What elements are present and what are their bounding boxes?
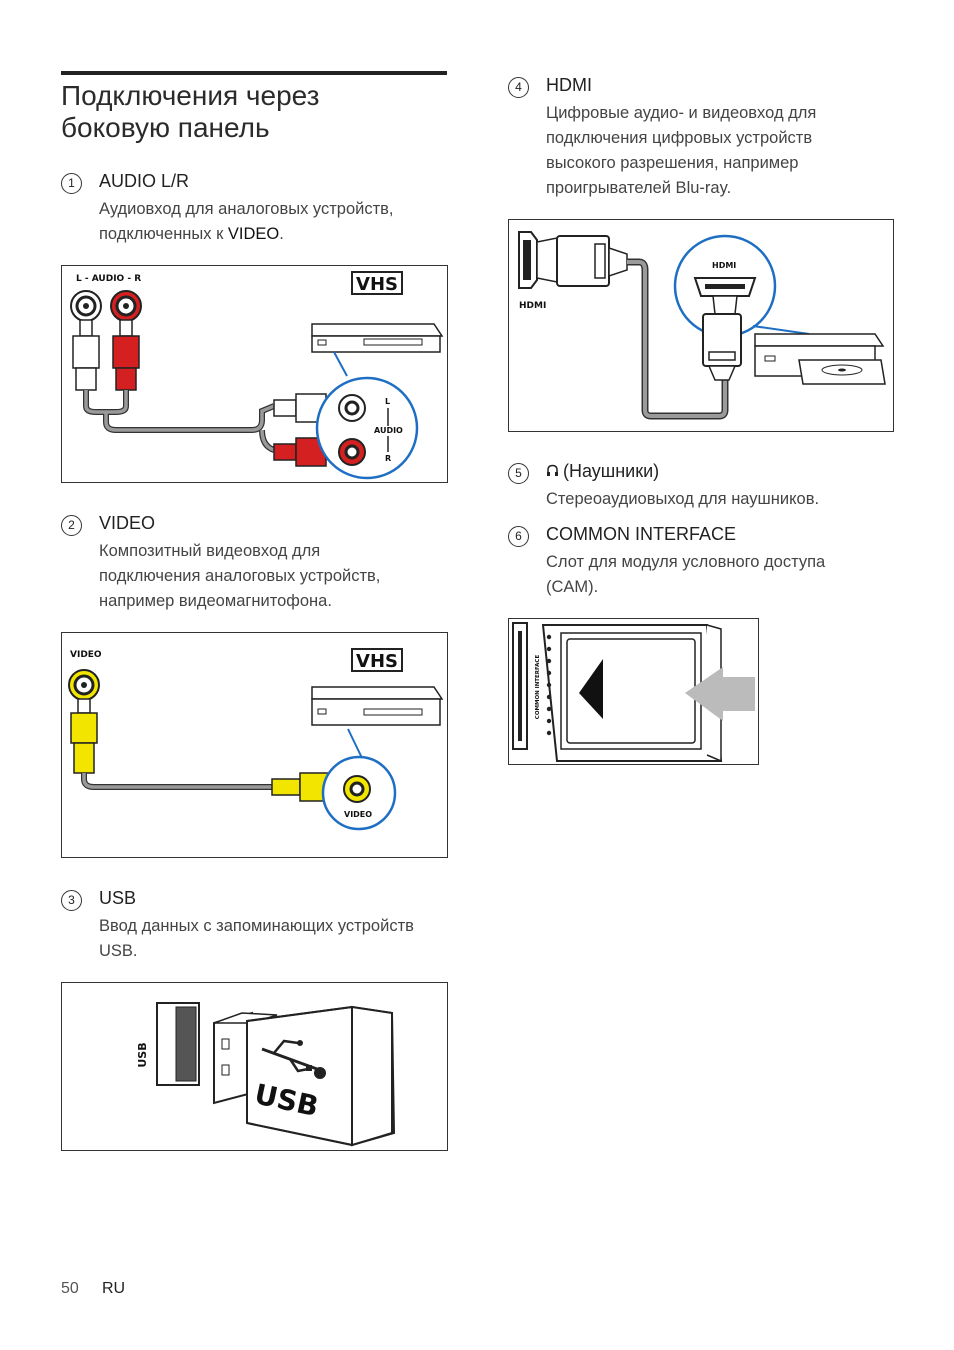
item-number: 1	[61, 173, 82, 194]
item-description: Аудиовход для аналоговых устройств, подк…	[99, 197, 459, 247]
item-description: Слот для модуля условного доступа (CAM).	[546, 550, 906, 600]
zoom-label-audio: AUDIO	[374, 426, 403, 435]
audio-port-label: L - AUDIO - R	[76, 274, 141, 284]
desc-line: подключения цифровых устройств	[546, 129, 813, 147]
item-description: Ввод данных с запоминающих устройств USB…	[99, 914, 459, 964]
usb-port-label: USB	[136, 1042, 149, 1067]
page-number: 50	[61, 1280, 79, 1297]
item-number: 4	[508, 77, 529, 98]
vhs-logo: VHS	[351, 271, 403, 295]
zoom-label-r: R	[385, 454, 391, 463]
title-rule	[61, 71, 447, 75]
item-title: USB	[99, 888, 137, 908]
hdmi-plug-side	[536, 235, 628, 287]
hdmi-port-label: HDMI	[519, 301, 546, 311]
page-title-line-2: боковую панель	[61, 112, 270, 143]
audio-jack-right	[110, 290, 142, 322]
audio-jack-left	[70, 290, 102, 322]
figure-hdmi-connection: HDMI HDMI	[508, 219, 894, 432]
white-rca-plug	[72, 319, 100, 391]
bluray-player	[754, 333, 886, 385]
video-jack	[68, 669, 100, 701]
desc-text: подключенных к	[99, 225, 228, 243]
hdmi-port	[518, 231, 538, 289]
item-description: Стереоаудиовыход для наушников.	[546, 487, 906, 512]
zoom-label-video: VIDEO	[344, 810, 372, 819]
item-number: 3	[61, 890, 82, 911]
desc-bold: VIDEO	[227, 225, 280, 243]
hdmi-plug-vertical	[702, 295, 742, 381]
language-code: RU	[102, 1280, 126, 1297]
vhs-logo-text: VHS	[356, 651, 398, 672]
item-title-text: (Наушники)	[563, 461, 660, 481]
desc-line: Аудиовход для аналоговых устройств,	[99, 200, 394, 218]
insert-arrow-icon	[685, 667, 755, 721]
item-title: VIDEO	[99, 513, 156, 533]
item-title: COMMON INTERFACE	[546, 524, 737, 544]
desc-line: Ввод данных с запоминающих устройств	[99, 917, 414, 935]
zoom-circle: VIDEO	[321, 755, 397, 831]
yellow-rca-plug	[70, 698, 98, 774]
desc-line: Слот для модуля условного доступа	[546, 553, 826, 571]
desc-line: подключенных к VIDEO.	[99, 222, 459, 247]
ci-slot-label: COMMON INTERFACE	[535, 655, 541, 720]
desc-text: .	[279, 225, 284, 243]
desc-line: USB.	[99, 942, 138, 960]
page-title-line-1: Подключения через	[61, 80, 320, 111]
usb-stick: USB	[213, 1005, 396, 1147]
desc-line: подключения аналоговых устройств,	[99, 567, 381, 585]
item-number: 6	[508, 526, 529, 547]
desc-line: (CAM).	[546, 578, 599, 596]
item-title: AUDIO L/R	[99, 171, 190, 191]
ci-slot	[512, 622, 528, 750]
desc-line: проигрывателей Blu-ray.	[546, 179, 732, 197]
zoom-label-l: L	[385, 397, 390, 406]
item-title: HDMI	[546, 75, 592, 95]
red-rca-plug	[112, 319, 140, 391]
figure-audio-connection: L - AUDIO - R	[61, 265, 448, 483]
desc-line: Стереоаудиовыход для наушников.	[546, 490, 820, 508]
desc-line: Цифровые аудио- и видеовход для	[546, 104, 817, 122]
item-description: Цифровые аудио- и видеовход для подключе…	[546, 101, 906, 201]
figure-ci-slot: COMMON INTERFACE	[508, 618, 759, 765]
vhs-logo-text: VHS	[356, 274, 398, 295]
cam-arrow-icon	[579, 659, 603, 719]
headphones-icon	[546, 461, 559, 482]
item-number: 2	[61, 515, 82, 536]
vhs-logo: VHS	[351, 648, 403, 672]
desc-line: Композитный видеовход для	[99, 542, 321, 560]
vcr-device	[311, 323, 444, 353]
item-description: Композитный видеовход для подключения ан…	[99, 539, 459, 614]
vcr-device	[311, 686, 444, 726]
zoom-label-hdmi: HDMI	[712, 261, 736, 270]
cam-module	[541, 624, 723, 763]
item-title: (Наушники)	[546, 461, 659, 482]
desc-line: высокого разрешения, например	[546, 154, 799, 172]
page-title: Подключения через боковую панель	[61, 80, 451, 144]
video-port-label: VIDEO	[70, 650, 102, 660]
figure-video-connection: VIDEO VHS	[61, 632, 448, 858]
usb-port	[156, 1002, 200, 1086]
item-number: 5	[508, 463, 529, 484]
zoom-circle: HDMI	[673, 234, 777, 338]
desc-line: например видеомагнитофона.	[99, 592, 332, 610]
figure-usb-connection: USB USB	[61, 982, 448, 1151]
zoom-circle: L AUDIO R	[315, 376, 419, 480]
usb-trident-icon	[261, 1039, 326, 1079]
